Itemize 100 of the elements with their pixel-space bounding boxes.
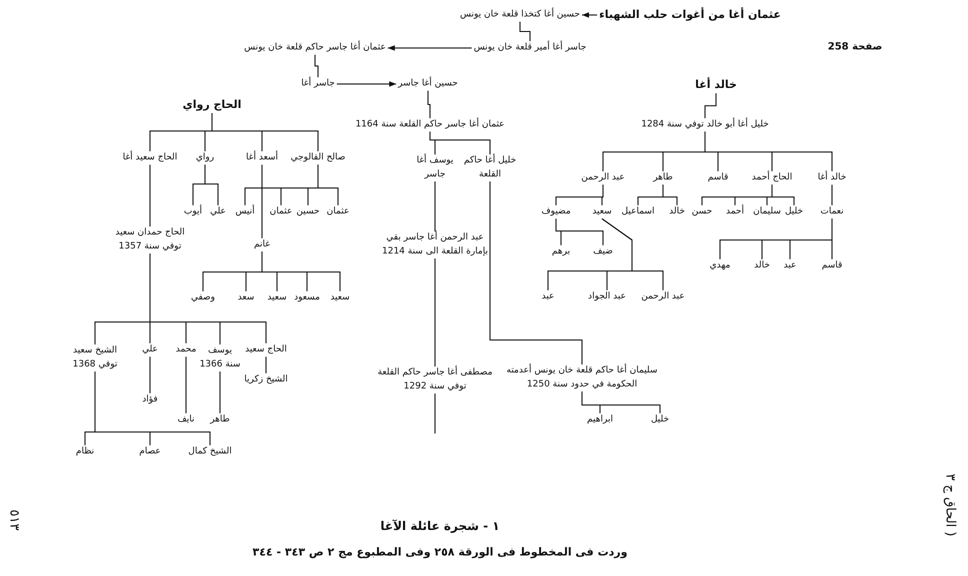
person-name: الشيخ كمال	[188, 445, 232, 458]
person-name: جاسر أغا أمير قلعة خان يونس	[474, 41, 586, 54]
person-name: طاهر	[653, 171, 673, 184]
person-name: حسين أغا كتخذا قلعة خان يونس	[460, 8, 580, 22]
person-name: خليل أغا أبو خالد توفي سنة 1284	[641, 118, 769, 132]
person-name: عبد الرحمن أغا جاسر بقي بإمارة القلعة الى سنة 1214	[381, 232, 489, 258]
tree-line	[84, 371, 96, 446]
person-name: صالح القالوجي	[290, 151, 346, 164]
caption: وردت فى المخطوط فى الورقة ٢٥٨ وفى المطبوع مج ٢ ص ٣٤٣ - ٣٤٤	[252, 546, 628, 558]
person-name: مضيوف	[541, 205, 571, 218]
person-name: سليمان	[753, 205, 781, 218]
person-name: حسن	[692, 205, 712, 218]
margin-note: ٥١٣	[6, 510, 22, 530]
person-name: عصام	[139, 445, 161, 458]
person-name: غانم	[254, 238, 270, 252]
person-name: أنيس	[235, 205, 255, 218]
person-name: وصفي	[190, 291, 216, 304]
person-name: مهدي	[710, 259, 730, 272]
person-name: مسعود	[294, 291, 320, 304]
person-name: قاسم	[822, 259, 842, 272]
person-name: رواي	[196, 151, 214, 164]
person-name: عبد الرحمن	[581, 171, 625, 184]
tree-line	[556, 218, 562, 246]
arrow	[336, 81, 397, 87]
tree-line	[720, 218, 832, 260]
tree-line	[490, 181, 582, 365]
person-name: خالد أغا	[818, 171, 846, 184]
tree-line	[548, 218, 632, 291]
person-name: قاسم	[708, 171, 728, 184]
tree-line	[244, 164, 318, 206]
person-name: خليل أغا حاكم القلعة	[462, 154, 518, 181]
family-head-name: الحاج رواي	[182, 96, 242, 113]
tree-line	[520, 21, 530, 42]
tree-line	[704, 92, 716, 119]
person-name: توفي 1368	[72, 358, 118, 371]
person-name: حسين أغا جاسر	[398, 77, 458, 90]
person-name: يوسف	[207, 344, 233, 358]
family-head-name: عثمان أغا من أغوات حلب الشهباء	[599, 6, 781, 23]
tree-line	[602, 131, 706, 172]
person-name: خالد	[669, 205, 685, 218]
diagram-title: ١ - شجرة عائلة الآغا	[380, 519, 500, 533]
person-name: طاهر	[210, 413, 230, 426]
person-name: خليل	[784, 205, 804, 218]
person-name: سعيد	[592, 205, 612, 218]
person-name: ضيف	[593, 245, 613, 258]
person-name: سنة 1366	[200, 358, 240, 371]
tree-line	[434, 181, 436, 232]
person-name: الشيخ زكريا	[244, 373, 288, 386]
person-name: جاسر أغا	[301, 77, 335, 90]
page-number: صفحة 258	[828, 42, 882, 52]
person-name: الحاج أحمد	[752, 171, 792, 184]
person-name: عثمان أغا جاسر حاكم قلعة خان يونس	[244, 41, 386, 54]
tree-line	[638, 184, 664, 206]
person-name: سعيد	[267, 291, 287, 304]
tree-line	[582, 391, 600, 414]
tree-line	[428, 90, 430, 119]
person-name: أيوب	[184, 205, 202, 218]
person-name: الحاج حمدان سعيد توفي سنة 1357	[114, 226, 186, 253]
person-name: سليمان أغا حاكم قلعة خان يونس أعدمته الحكومة في حدود سنة 1250	[506, 364, 658, 391]
person-name: عبد	[784, 259, 796, 272]
person-name: الشيخ سعيد	[72, 344, 118, 358]
tree-line	[702, 184, 772, 206]
person-name: سعيد	[330, 291, 350, 304]
person-name: الحاج سعيد أغا	[122, 151, 178, 164]
person-name: خالد	[754, 259, 770, 272]
family-head-name: خالد أغا	[695, 76, 737, 93]
tree-line	[192, 164, 206, 206]
person-name: مصطفى أغا جاسر حاكم القلعة توفي سنة 1292	[376, 366, 494, 393]
person-name: عثمان	[270, 205, 292, 218]
person-name: برهم	[552, 245, 570, 258]
margin-note: ( الحاق ج ٣	[942, 474, 958, 536]
person-name: عثمان	[326, 205, 350, 218]
person-name: علي	[142, 343, 158, 356]
person-name: نعمات	[820, 205, 844, 218]
person-name: سعد	[238, 291, 254, 304]
tree-line	[94, 253, 150, 345]
person-name: أسعد أغا	[246, 151, 278, 164]
person-name: نايف	[177, 413, 195, 426]
tree-line	[434, 393, 436, 434]
person-name: اسماعيل	[622, 205, 654, 218]
person-name: علي	[210, 205, 226, 218]
tree-line	[314, 54, 318, 78]
tree-line	[430, 131, 490, 155]
person-name: عبد	[542, 290, 554, 304]
person-name: ابراهيم	[587, 413, 613, 426]
person-name: حسين	[296, 205, 320, 218]
person-name: نظام	[76, 445, 94, 458]
person-name: محمد	[176, 343, 196, 356]
person-name: الحاج سعيد	[245, 343, 287, 356]
person-name: عثمان أغا جاسر حاكم القلعة سنة 1164	[355, 118, 505, 132]
person-name: أحمد	[726, 205, 744, 218]
person-name: فؤاد	[142, 393, 158, 406]
person-name: خليل	[650, 413, 670, 426]
tree-line	[150, 112, 212, 152]
arrow	[387, 45, 472, 51]
person-name: يوسف أغا جاسر	[416, 154, 454, 181]
person-name: عبد الجواد	[588, 290, 626, 304]
person-name: عبد الرحمن	[641, 290, 685, 304]
tree-line	[556, 184, 604, 206]
tree-line	[434, 258, 436, 367]
